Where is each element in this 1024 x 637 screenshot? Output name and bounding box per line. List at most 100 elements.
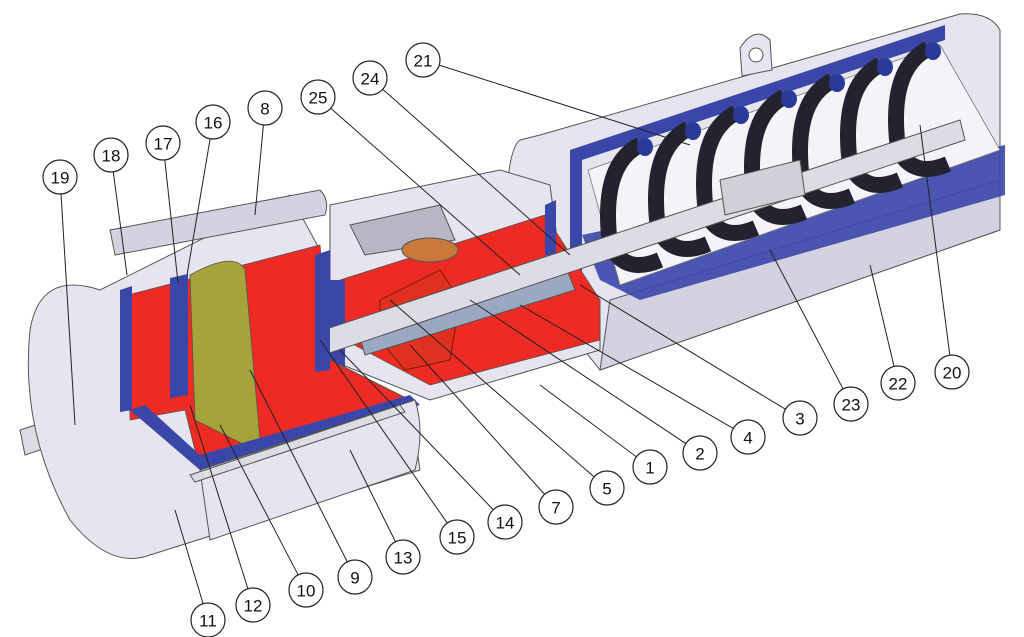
callout-23: 23 — [833, 386, 869, 422]
spring-end — [781, 90, 797, 108]
leader-line — [249, 369, 348, 563]
callout-3: 3 — [782, 400, 818, 436]
callout-number: 5 — [602, 480, 611, 499]
callout-9: 9 — [337, 559, 373, 595]
callout-number: 11 — [199, 612, 217, 631]
callout-number: 9 — [350, 569, 359, 588]
spring-end — [877, 58, 893, 76]
leader-line — [469, 299, 687, 445]
callout-number: 8 — [260, 100, 269, 119]
spring-end — [733, 106, 749, 124]
spring-end — [925, 42, 941, 60]
callout-circle — [487, 504, 523, 540]
callout-number: 15 — [448, 529, 467, 548]
leader-line — [219, 424, 299, 576]
callout-circle — [190, 602, 226, 637]
callout-19: 19 — [42, 159, 78, 195]
callout-number: 7 — [551, 499, 560, 518]
callout-21: 21 — [405, 42, 441, 78]
callout-22: 22 — [880, 365, 916, 401]
callout-17: 17 — [145, 125, 181, 161]
callout-7: 7 — [538, 489, 574, 525]
leader-line — [186, 138, 211, 276]
callout-1: 1 — [632, 449, 668, 485]
callout-circle — [682, 435, 718, 471]
callout-circle — [145, 125, 181, 161]
callout-5: 5 — [589, 470, 625, 506]
leader-line — [519, 304, 734, 429]
leader-line — [174, 509, 204, 604]
callout-number: 13 — [394, 549, 413, 568]
callout-circle — [439, 519, 475, 555]
leader-line — [439, 64, 691, 146]
callout-number: 22 — [889, 375, 908, 394]
leader-line — [919, 124, 951, 356]
callout-number: 19 — [51, 169, 70, 188]
callout-circle — [934, 354, 970, 390]
callout-circle — [880, 365, 916, 401]
callout-circle — [730, 419, 766, 455]
callout-circle — [782, 400, 818, 436]
leader-line — [254, 124, 264, 216]
spring-end — [829, 74, 845, 92]
leader-line — [164, 159, 179, 284]
callout-number: 23 — [842, 396, 861, 415]
callout-25: 25 — [300, 79, 336, 115]
callout-8: 8 — [247, 90, 283, 126]
spring-end — [685, 122, 701, 140]
callout-number: 1 — [645, 459, 654, 478]
callout-13: 13 — [385, 539, 421, 575]
callout-number: 4 — [743, 429, 752, 448]
callout-circle — [538, 489, 574, 525]
callout-12: 12 — [235, 587, 271, 623]
callout-2: 2 — [682, 435, 718, 471]
callout-number: 24 — [361, 70, 380, 89]
callout-circle — [385, 539, 421, 575]
leader-line — [769, 249, 844, 390]
callout-number: 16 — [204, 114, 223, 133]
callout-number: 21 — [414, 52, 433, 71]
callout-circle — [288, 572, 324, 608]
callout-14: 14 — [487, 504, 523, 540]
pneumatic-cylinder — [27, 189, 421, 559]
callout-circle — [195, 104, 231, 140]
leader-line — [330, 107, 521, 276]
callout-circle — [42, 159, 78, 195]
callout-circle — [352, 60, 388, 96]
callout-number: 20 — [943, 364, 962, 383]
callout-number: 25 — [309, 89, 328, 108]
callout-circle — [300, 79, 336, 115]
callout-11: 11 — [190, 602, 226, 637]
callout-number: 18 — [102, 147, 121, 166]
callout-16: 16 — [195, 104, 231, 140]
callout-circle — [589, 470, 625, 506]
callout-24: 24 — [352, 60, 388, 96]
callout-number: 17 — [154, 135, 173, 154]
callout-circle — [833, 386, 869, 422]
leader-line — [869, 264, 895, 367]
leader-line — [579, 284, 786, 410]
leader-line — [389, 299, 595, 478]
callout-circle — [337, 559, 373, 595]
callout-15: 15 — [439, 519, 475, 555]
leader-line — [60, 193, 76, 426]
leader-line — [382, 88, 571, 256]
leader-line — [112, 171, 128, 276]
callout-number: 3 — [795, 410, 804, 429]
callout-circle — [405, 42, 441, 78]
leader-line — [409, 344, 545, 495]
callout-10: 10 — [288, 572, 324, 608]
callout-20: 20 — [934, 354, 970, 390]
leader-line — [539, 384, 637, 458]
callout-18: 18 — [93, 137, 129, 173]
leader-line — [189, 404, 249, 589]
callout-circle — [235, 587, 271, 623]
callout-number: 12 — [244, 597, 263, 616]
callout-circle — [93, 137, 129, 173]
leader-line — [339, 349, 494, 511]
callout-leaders — [60, 64, 951, 604]
leader-line — [349, 449, 396, 542]
